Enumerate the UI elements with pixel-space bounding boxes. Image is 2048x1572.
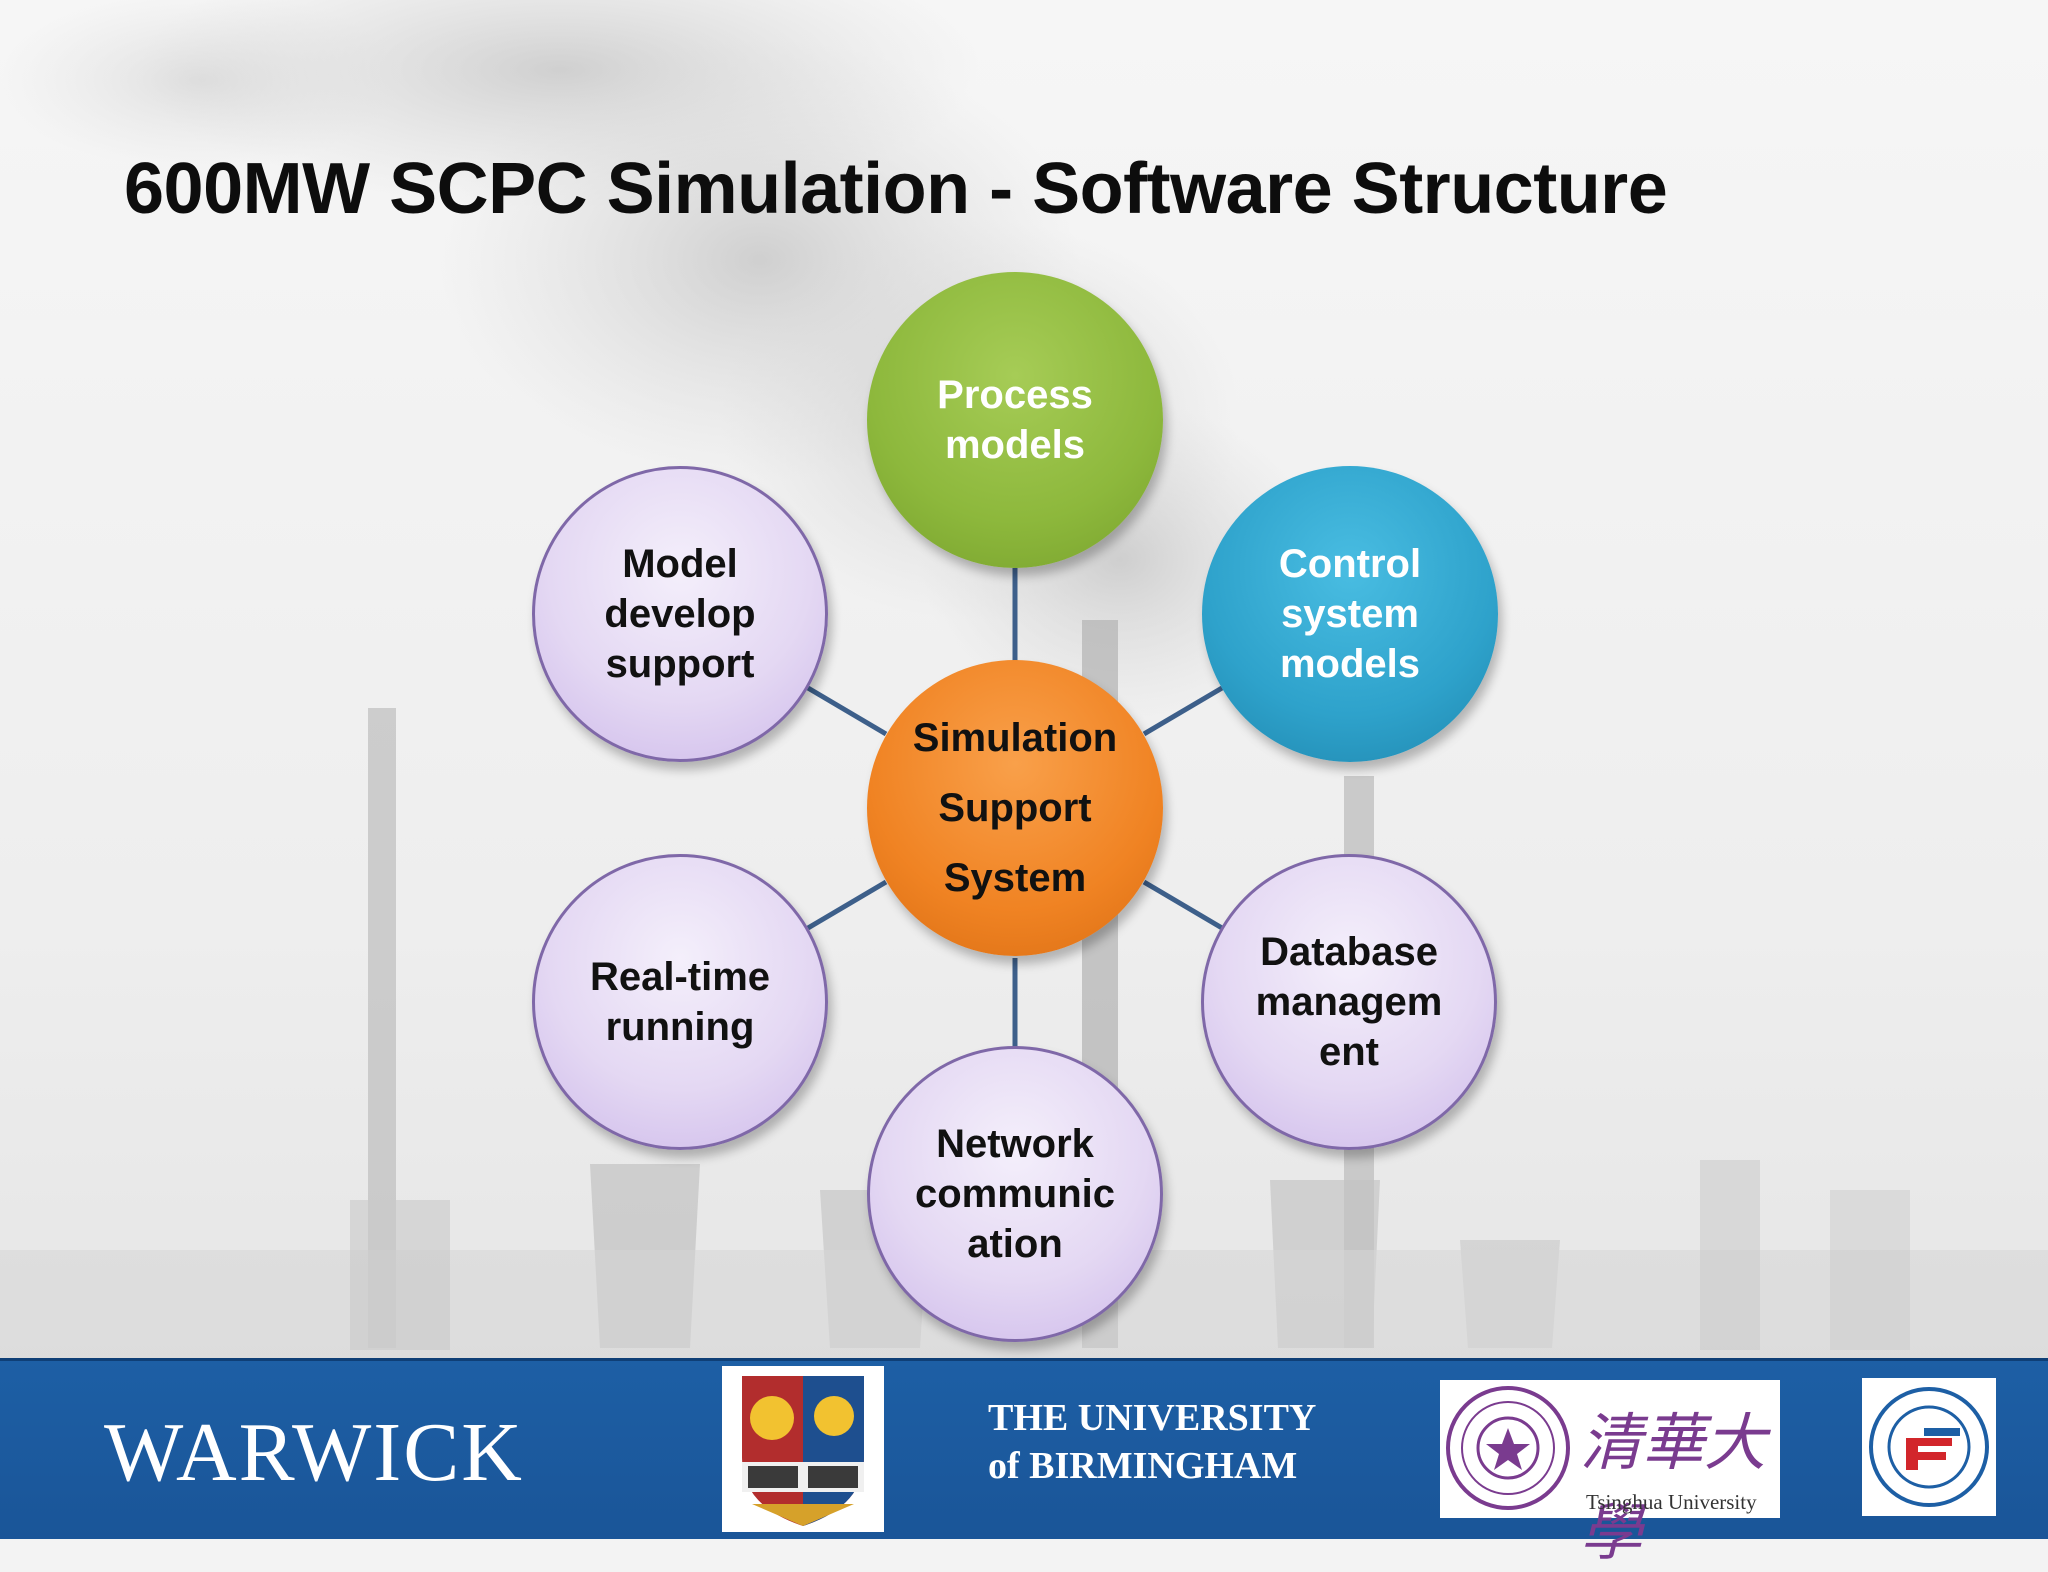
tsinghua-logo: 清華大學 Tsinghua University [1440, 1380, 1780, 1569]
tsinghua-english-name: Tsinghua University [1586, 1490, 1757, 1514]
connector-real-time-running [806, 879, 888, 931]
node-real-time-running-label: Real-time running [589, 955, 771, 1049]
connector-model-develop-support [806, 685, 888, 737]
diagram-connectors [806, 568, 1224, 1048]
connector-database-management [1142, 879, 1224, 931]
node-database-management: Database managem ent [1201, 854, 1497, 1150]
slide-title: 600MW SCPC Simulation - Software Structu… [124, 149, 1668, 229]
tsinghua-chinese-name: 清華大學 [1580, 1406, 1767, 1569]
node-database-management-label: Database managem ent [1255, 930, 1443, 1074]
node-real-time-running: Real-time running [532, 854, 828, 1150]
node-control-system-models-label: Control system models [1278, 542, 1422, 686]
warwick-logo: WARWICK [104, 1406, 524, 1499]
node-model-develop-support: Model develop support [532, 466, 828, 762]
node-network-communication-label: Network communic ation [914, 1122, 1116, 1266]
birmingham-crest-logo [722, 1366, 884, 1532]
node-simulation-support-system: Simulation Support System [867, 660, 1163, 956]
node-control-system-models: Control system models [1202, 466, 1498, 762]
birmingham-line2: of BIRMINGHAM [988, 1445, 1298, 1487]
ncepu-logo [1862, 1378, 1996, 1516]
node-model-develop-support-label: Model develop support [604, 542, 756, 686]
node-simulation-support-system-label: Simulation Support System [912, 716, 1118, 900]
birmingham-line1: THE UNIVERSITY [988, 1397, 1317, 1439]
node-network-communication: Network communic ation [867, 1046, 1163, 1342]
node-process-models: Process models [867, 272, 1163, 568]
birmingham-logo-text: THE UNIVERSITY of BIRMINGHAM [988, 1396, 1348, 1488]
node-process-models-label: Process models [937, 373, 1093, 467]
connector-control-system-models [1142, 685, 1224, 737]
